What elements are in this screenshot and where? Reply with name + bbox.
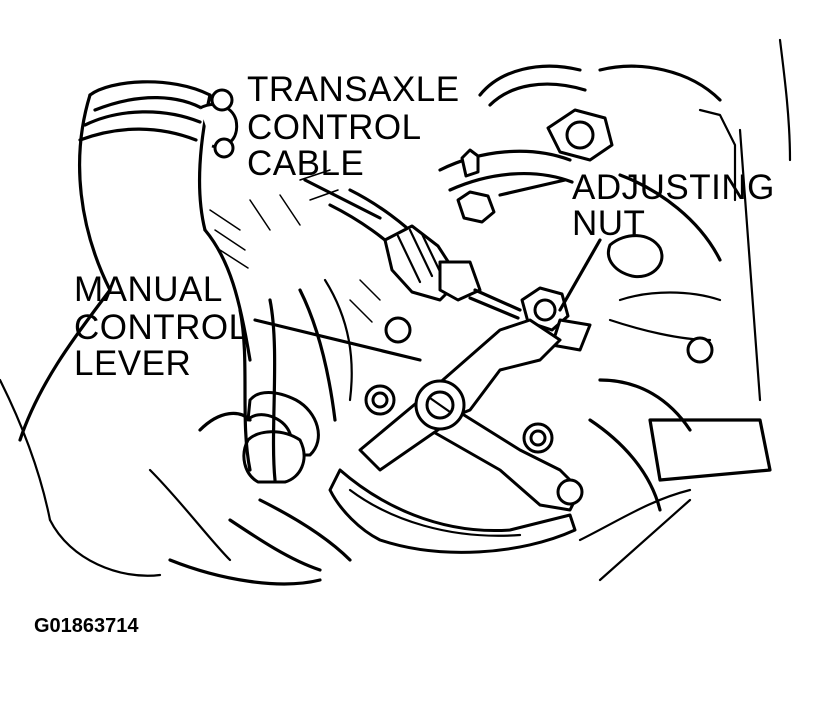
transaxle-cable-line-1: TRANSAXLE (247, 70, 460, 109)
adjusting-nut-line-2: NUT (572, 204, 646, 243)
manual-lever-label-3: LEVER (74, 346, 191, 381)
manual-lever-label-2: CONTROL (74, 310, 249, 345)
leader-transaxle-cable (303, 178, 382, 220)
transaxle-cable-label-3: CABLE (247, 146, 364, 181)
transaxle-cable-label-2: CONTROL (247, 110, 422, 145)
leader-adjusting-nut (558, 238, 602, 312)
manual-control-lever (358, 318, 584, 512)
manual-lever-line-2: CONTROL (74, 308, 249, 347)
transmission-case (148, 234, 772, 586)
leader-adjusting-nut-upper (498, 178, 567, 197)
manual-lever-line-1: MANUAL (74, 270, 223, 309)
manual-lever-label: MANUAL (74, 272, 223, 307)
lever-bracket (328, 468, 577, 554)
figure-code: G01863714 (34, 615, 139, 637)
harness-clip (198, 391, 320, 484)
lever-adjusting-nut (520, 286, 592, 352)
transaxle-cable-line-3: CABLE (247, 144, 365, 183)
adjusting-nut-bolt (456, 148, 496, 224)
shading-strokes (209, 169, 381, 323)
engine-upper-right (438, 38, 792, 402)
transaxle-cable-line-2: CONTROL (247, 108, 422, 147)
manual-lever-line-3: LEVER (74, 344, 192, 383)
leader-manual-lever (253, 318, 422, 362)
control-cable (328, 188, 522, 320)
adjusting-nut-line-1: ADJUSTING (572, 168, 775, 207)
leader-lines (253, 178, 602, 362)
base-bolts (364, 316, 554, 454)
adjusting-nut-label: ADJUSTING (572, 170, 775, 205)
transaxle-cable-label: TRANSAXLE (247, 72, 460, 107)
hose-clamp (199, 88, 239, 159)
adjusting-nut-label-2: NUT (572, 206, 645, 241)
